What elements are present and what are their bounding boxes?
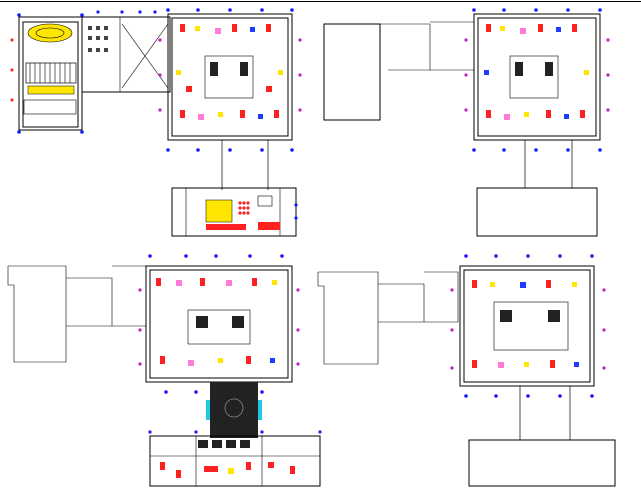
title-box-blank [468, 439, 616, 487]
atrium-void [210, 382, 258, 438]
chair-cluster [88, 26, 108, 52]
tower-level-b [323, 8, 610, 237]
tower-level-c [7, 254, 300, 438]
tower-level-a [158, 8, 302, 190]
tower-level-d [317, 254, 616, 487]
link-block [171, 187, 298, 237]
title-box-blank [476, 187, 598, 237]
auditorium-seats [238, 201, 250, 215]
podium-plan [148, 430, 322, 487]
stair-symbol [25, 62, 77, 84]
annex-plan [10, 10, 171, 134]
